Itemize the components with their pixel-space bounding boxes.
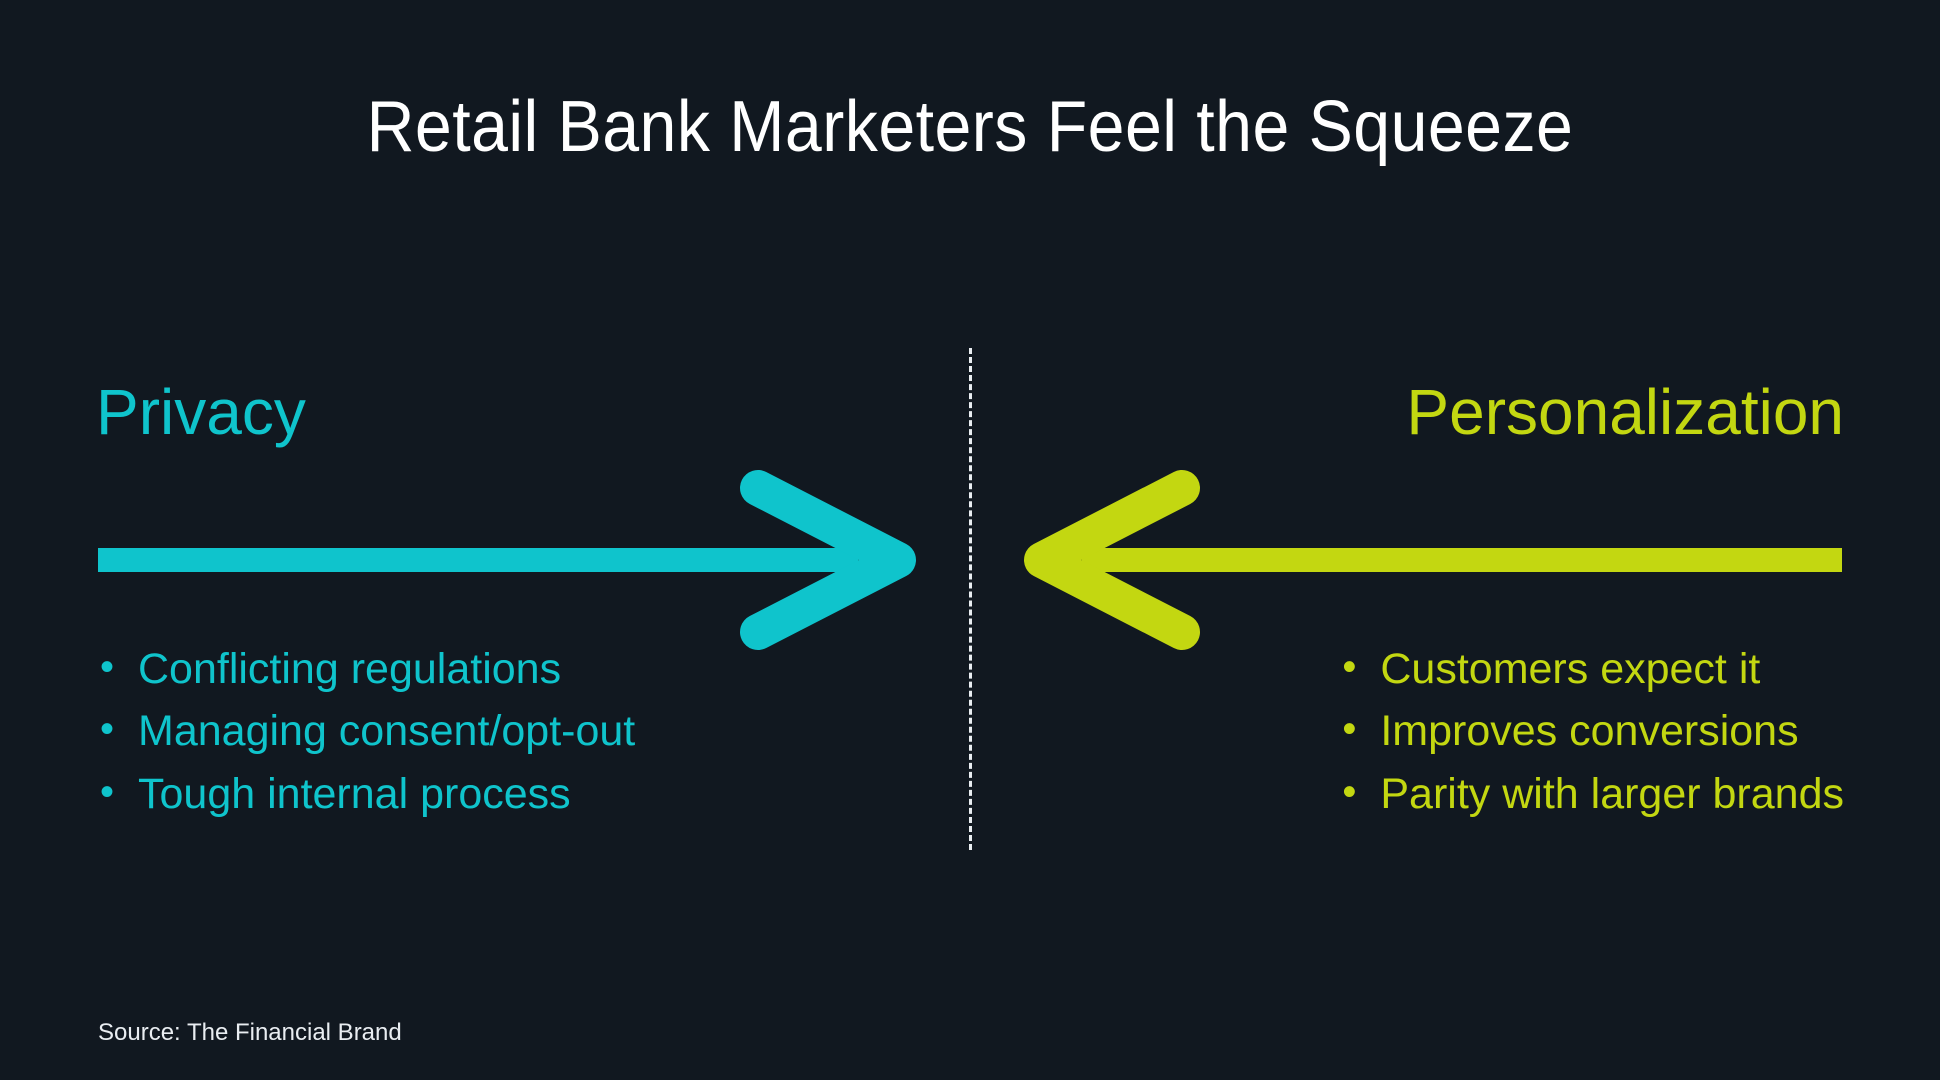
right-bullet-list: Customers expect it Improves conversions… xyxy=(1338,638,1844,825)
page-title: Retail Bank Marketers Feel the Squeeze xyxy=(366,87,1574,167)
list-item: Managing consent/opt-out xyxy=(96,700,635,762)
left-column-heading: Privacy xyxy=(96,376,306,448)
list-item: Conflicting regulations xyxy=(96,638,635,700)
right-column-heading: Personalization xyxy=(1406,376,1844,448)
list-item: Improves conversions xyxy=(1338,700,1844,762)
left-bullet-list: Conflicting regulations Managing consent… xyxy=(96,638,635,825)
source-note: Source: The Financial Brand xyxy=(98,1019,402,1046)
list-item: Parity with larger brands xyxy=(1338,763,1844,825)
list-item: Customers expect it xyxy=(1338,638,1844,700)
left-pointing-arrow-icon xyxy=(1026,460,1842,660)
list-item: Tough internal process xyxy=(96,763,635,825)
center-dashed-divider xyxy=(969,348,972,850)
right-pointing-arrow-icon xyxy=(98,460,914,660)
